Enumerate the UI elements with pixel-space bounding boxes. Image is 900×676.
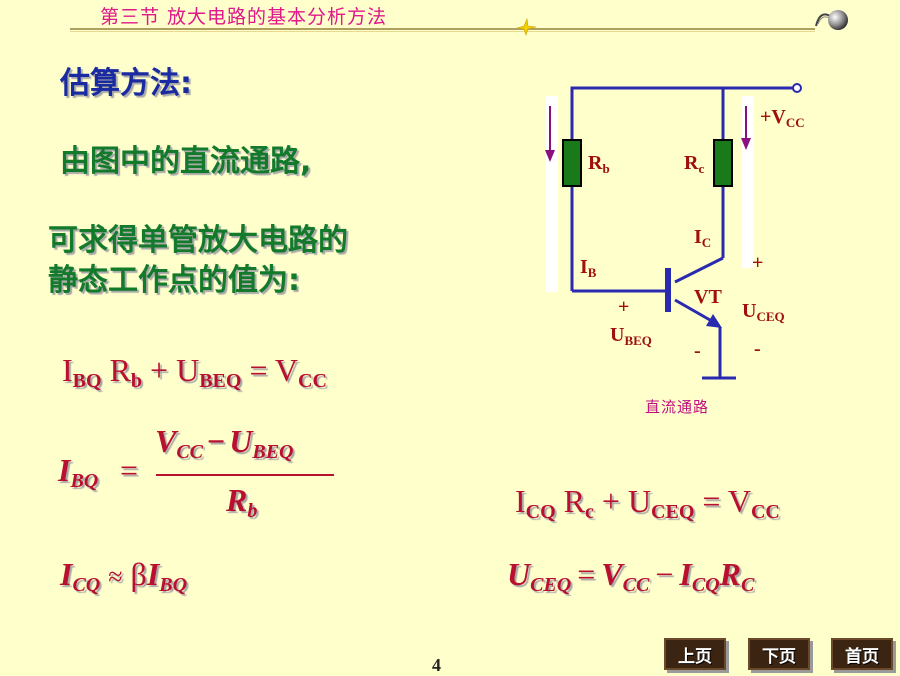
ball-logo-icon xyxy=(815,10,848,30)
uce-label: UCEQ xyxy=(742,300,785,324)
method-heading: 估算方法: xyxy=(60,66,192,101)
header-divider xyxy=(70,28,815,30)
static-point-line-1: 可求得单管放大电路的 xyxy=(48,223,348,258)
equation-input-loop: IBQ Rb + UBEQ = VCC xyxy=(62,352,327,392)
circuit-caption: 直流通路 xyxy=(645,398,710,416)
ube-minus: - xyxy=(694,340,701,362)
ib-label: IB xyxy=(580,256,597,280)
top-rail xyxy=(570,86,795,140)
ube-label: UBEQ xyxy=(610,324,652,348)
equation-output-loop: ICQ Rc + UCEQ = VCC xyxy=(515,483,780,523)
equation-ibq-numerator: VCC−UBEQ xyxy=(155,423,294,463)
collector-wire xyxy=(674,256,724,284)
rb-label: Rb xyxy=(588,152,610,176)
equation-ibq-lhs: IBQ xyxy=(58,452,99,492)
emitter-arrow xyxy=(706,314,722,328)
next-page-button[interactable]: 下页 xyxy=(748,638,810,670)
dc-path-line: 由图中的直流通路, xyxy=(60,144,312,179)
uce-plus: + xyxy=(752,252,764,274)
resistor-rb xyxy=(562,139,582,187)
emitter-wire xyxy=(674,298,711,322)
header-divider-shadow xyxy=(70,31,815,32)
resistor-rc xyxy=(713,139,733,187)
ib-gutter xyxy=(546,96,558,292)
transistor-base-bar xyxy=(665,268,671,312)
equation-uceq: UCEQ=VCC−ICQRC xyxy=(507,556,755,596)
ic-arrowhead xyxy=(741,138,751,150)
vt-label: VT xyxy=(694,286,722,308)
page-number: 4 xyxy=(432,655,441,675)
home-page-button[interactable]: 首页 xyxy=(831,638,893,670)
ib-arrowhead xyxy=(545,150,555,162)
equation-ibq-equals: = xyxy=(120,452,139,488)
fraction-bar xyxy=(156,474,334,476)
uce-minus: - xyxy=(754,338,761,360)
section-title: 第三节 放大电路的基本分析方法 xyxy=(100,6,388,28)
vcc-label: +VCC xyxy=(760,106,805,130)
sparkle-icon xyxy=(516,17,537,36)
ic-gutter xyxy=(742,96,754,268)
equation-ibq-denominator: Rb xyxy=(226,482,258,522)
ube-plus: + xyxy=(618,296,630,318)
dc-path-circuit xyxy=(545,83,802,380)
equation-icq-approx: ICQ≈βIBQ xyxy=(60,556,188,596)
vcc-terminal xyxy=(792,83,802,93)
prev-page-button[interactable]: 上页 xyxy=(664,638,726,670)
rc-label: Rc xyxy=(684,152,705,176)
static-point-line-2: 静态工作点的值为: xyxy=(48,263,300,298)
ic-label: IC xyxy=(694,226,712,250)
